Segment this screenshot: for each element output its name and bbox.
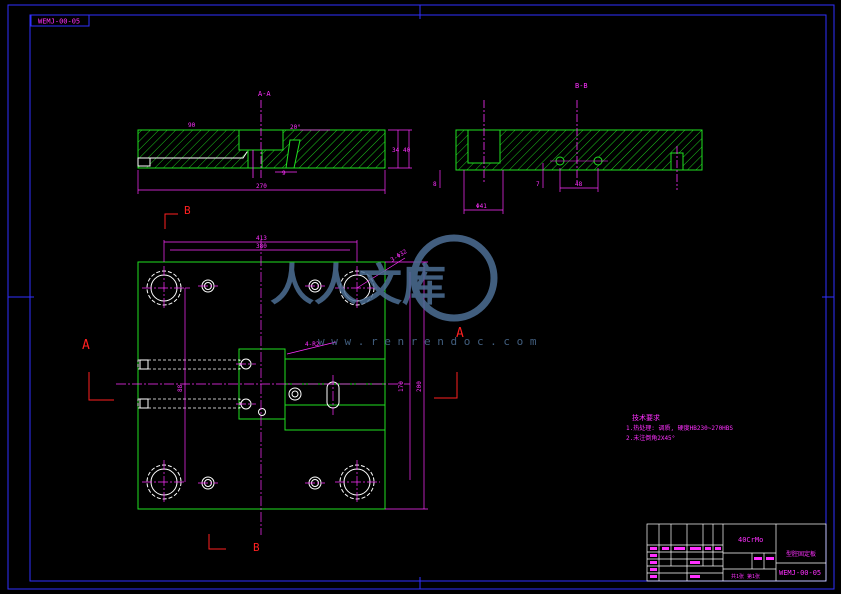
a-a-chamfer-dim: 20° [290,124,301,131]
tech-req-title: 技术要求 [632,413,660,422]
title-block-material: 40CrMo [738,536,763,544]
b-b-dim-48: 48 [575,181,583,188]
plan-centerlines [116,240,410,535]
watermark-text: 人人文库 [270,260,446,311]
a-a-overall-dim: 270 [256,183,267,190]
technical-requirements: 技术要求 1.热处理: 调质, 硬度HB230~270HBS 2.未注倒角2X4… [626,413,733,442]
title-block-drawing-no: WEMJ-00-05 [779,569,821,577]
plan-dim-right-1: 170 [398,381,405,392]
cut-label-a-right: A [456,326,464,341]
b-b-dim-8: 8 [433,181,437,188]
cut-label-b-bottom: B [253,541,260,554]
a-a-dim-9: 9 [282,170,286,177]
b-b-dim-7: 7 [536,181,540,188]
drawing-number-tag-text: WEMJ-00-05 [38,18,80,26]
section-b-b: B-B 8 7 48 Φ41 [433,82,703,214]
plan-dim-380: 380 [256,243,267,250]
cut-markers [88,213,458,550]
section-a-a-title: A-A [258,90,271,98]
watermark: 人人文库 w w w . r e n r e n d o c . c o m [270,234,537,348]
section-b-b-title: B-B [575,82,588,90]
a-a-dim-40: 40 [403,147,411,154]
plan-dim-left: 88 [177,384,184,392]
sheet-frame [7,4,835,590]
plan-dim-413: 413 [256,235,267,242]
cut-label-b-top: B [184,204,191,217]
cut-label-a-left: A [82,338,90,353]
title-block-part-name: 型腔固定板 [786,550,816,558]
watermark-url: w w w . r e n r e n d o c . c o m [318,335,537,348]
tech-req-line2: 2.未注倒角2X45° [626,434,675,442]
tech-req-line1: 1.热处理: 调质, 硬度HB230~270HBS [626,424,733,432]
plan-view: B B A A [82,204,464,554]
section-a-a: A-A 270 34 40 90 20° 9 [137,90,412,194]
drawing-number-tag: WEMJ-00-05 [30,14,90,27]
a-a-dim-note: 90 [188,122,196,129]
plan-dim-right-2: 200 [416,381,423,392]
b-b-dim-phi41: Φ41 [476,203,487,210]
a-a-dim-34: 34 [392,147,400,154]
plan-radius-note: 4-R2 [305,341,320,348]
title-block-sheet: 共1张 第1张 [731,573,760,580]
title-block: 40CrMo 型腔固定板 WEMJ-00-05 共1张 第1张 [646,523,827,582]
